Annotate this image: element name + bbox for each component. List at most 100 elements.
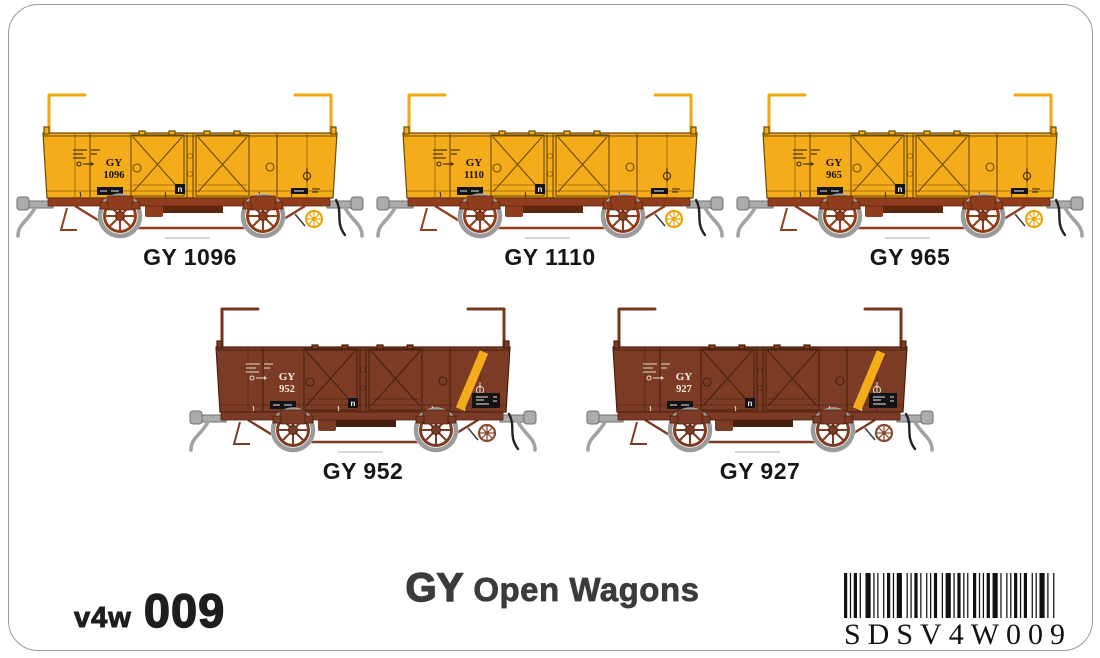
axlebox-left [669,409,711,425]
data-patch-right [1011,188,1040,194]
painted-number: 952 [279,384,295,395]
data-patch-right [651,188,680,194]
axlebox-right [602,195,644,211]
door-left [850,130,905,197]
painted-class-label: GY [826,157,843,169]
corner-post-left [43,126,50,135]
data-panel-right [869,393,897,408]
coupler-left [586,410,624,452]
stencil-data-lines [73,149,100,167]
axlebox-right [415,409,457,425]
corner-post-left [763,126,770,135]
handrail-right [293,93,333,135]
wagon-caption: GY 1096 [143,244,237,270]
coupler-left [16,196,54,238]
door-right [368,344,423,411]
door-hooks [252,405,466,412]
coupler-right [1046,196,1084,238]
door-center-posts [756,347,764,412]
painted-class-label: GY [106,157,123,169]
brake-hose-black [334,198,347,237]
coupler-right [499,410,537,452]
load-symbol-plate: n [175,184,185,194]
coupler-right [686,196,724,238]
door-ring-right [265,162,275,172]
handrail-left [767,93,807,135]
underframe-sill [617,411,901,421]
door-right [195,130,250,197]
handbrake-wheel [467,423,497,443]
painted-class-label: GY [676,371,693,383]
door-ring-right [835,376,845,386]
wagon-body: GY 965 n [762,126,1058,199]
door-ring-left [305,377,315,387]
underframe-sill [220,411,504,421]
wagon-illustration: GY 965 n [736,93,1084,239]
door-hooks [439,191,653,198]
stencil-data-lines [246,363,273,381]
corner-post-right [900,340,907,349]
painted-number: 1110 [464,170,484,181]
wagon-illustration: GY 1110 n [376,93,724,239]
yellow-end-stripe [852,350,886,411]
brake-hose-black [507,412,520,451]
data-patch-right [291,188,320,194]
load-symbol-plate: n [895,184,905,194]
coupler-left [736,196,774,238]
brake-pipe-symbol [302,168,312,182]
axlebox-right [812,409,854,425]
corner-post-left [613,340,620,349]
painted-number: 1096 [104,170,125,181]
door-left [490,130,545,197]
handrail-right [1013,93,1053,135]
wagon-figure-gy-927: GY 927 n [585,292,935,485]
wagon-caption: GY 1110 [504,244,596,270]
data-patch-left [817,187,843,195]
step-stirrup [779,207,797,231]
axlebox-left [459,195,501,211]
axlebox-left [99,195,141,211]
door-right [915,130,970,197]
corner-post-right [1050,126,1057,135]
handbrake-wheel [1014,209,1044,229]
wagon-caption: GY 952 [322,458,404,484]
stencil-data-lines [643,363,670,381]
barcode: SDSV4W009 [844,573,1065,652]
data-patch-left [667,401,693,409]
load-symbol-text: n [748,399,753,408]
door-hooks [649,405,863,412]
painted-class-label: GY [466,157,483,169]
coupler-right [896,410,934,452]
handrail-left [407,93,447,135]
product-code-prefix: v4w [74,602,132,635]
data-patch-left [457,187,483,195]
door-hooks [79,191,293,198]
wagon-illustration: GY 927 n [586,307,934,453]
brake-pipe-symbol [1022,168,1032,182]
handbrake-wheel [294,209,324,229]
brake-hose-black [694,198,707,237]
wagon-body: GY 1110 n [402,126,698,199]
step-stirrup [419,207,437,231]
handrail-left [47,93,87,135]
door-ring-left [132,163,142,173]
axlebox-right [242,195,284,211]
handrail-right [653,93,693,135]
door-ring-left [852,163,862,173]
coupler-left [189,410,227,452]
handrail-right [466,307,506,349]
wagon-body: GY 952 n [215,340,511,413]
door-center-posts [186,133,194,198]
handbrake-wheel [864,423,894,443]
door-ring-right [625,162,635,172]
product-code-number: 009 [143,583,226,637]
axlebox-left [819,195,861,211]
wagon-caption: GY 927 [719,458,801,484]
painted-class-label: GY [279,371,296,383]
load-symbol-text: n [351,399,356,408]
handrail-left [220,307,260,349]
yellow-end-stripe [455,350,489,411]
corner-post-right [690,126,697,135]
load-symbol-plate: n [745,398,755,408]
